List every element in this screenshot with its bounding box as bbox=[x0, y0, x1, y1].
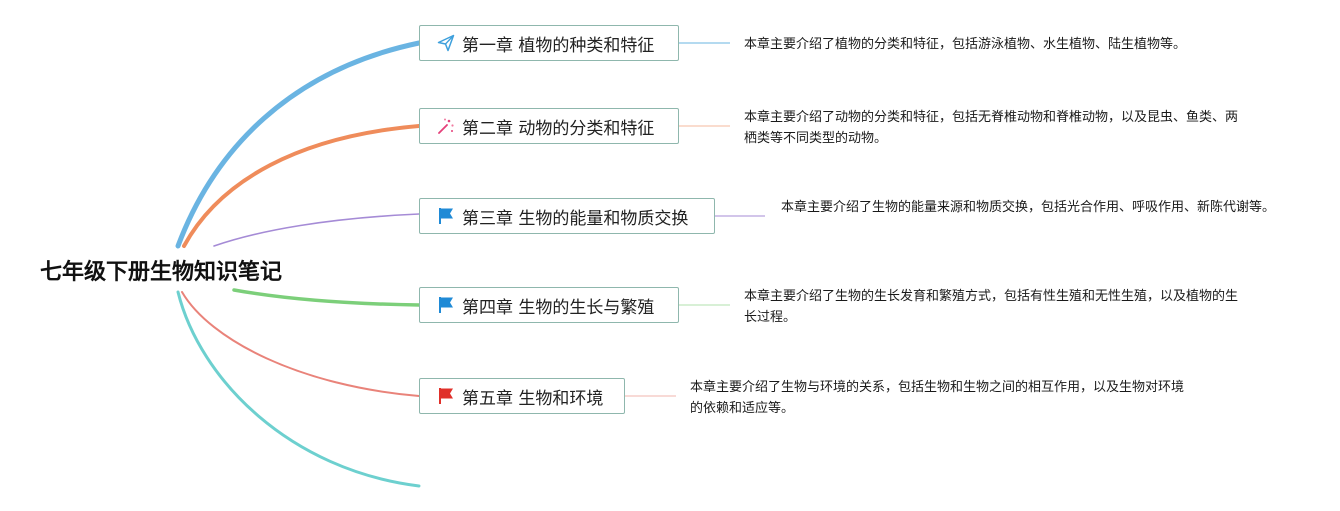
chapter-label-3: 第三章 生物的能量和物质交换 bbox=[462, 208, 689, 229]
magic-wand-icon bbox=[436, 116, 456, 136]
branch-curve-5 bbox=[181, 291, 420, 397]
branch-curve-4 bbox=[232, 288, 421, 307]
chapter-note-3: 本章主要介绍了生物的能量来源和物质交换，包括光合作用、呼吸作用、新陈代谢等。 bbox=[781, 200, 1276, 215]
chapter-node-1[interactable]: 第一章 植物的种类和特征 bbox=[419, 25, 679, 61]
chapter-note-5: 本章主要介绍了生物与环境的关系，包括生物和生物之间的相互作用，以及生物对环境的依… bbox=[690, 380, 1185, 416]
branch-curve-1 bbox=[175, 40, 422, 249]
branch-curve-3 bbox=[213, 213, 420, 247]
chapter-node-2[interactable]: 第二章 动物的分类和特征 bbox=[419, 108, 679, 144]
blue-flag-icon bbox=[436, 206, 456, 226]
branch-curve-2 bbox=[182, 124, 421, 248]
chapter-node-4[interactable]: 第四章 生物的生长与繁殖 bbox=[419, 287, 679, 323]
red-flag-icon bbox=[436, 386, 456, 406]
blue-flag-icon bbox=[436, 295, 456, 315]
paper-plane-icon bbox=[436, 33, 456, 53]
root-topic[interactable]: 七年级下册生物知识笔记 bbox=[40, 260, 283, 285]
chapter-note-4: 本章主要介绍了生物的生长发育和繁殖方式，包括有性生殖和无性生殖，以及植物的生长过… bbox=[744, 289, 1239, 325]
chapter-node-5[interactable]: 第五章 生物和环境 bbox=[419, 378, 625, 414]
branch-curve-6 bbox=[176, 290, 421, 488]
chapter-note-1: 本章主要介绍了植物的分类和特征，包括游泳植物、水生植物、陆生植物等。 bbox=[744, 37, 1187, 52]
chapter-label-5: 第五章 生物和环境 bbox=[462, 388, 604, 409]
chapter-label-4: 第四章 生物的生长与繁殖 bbox=[462, 297, 655, 318]
chapter-label-2: 第二章 动物的分类和特征 bbox=[462, 118, 655, 139]
chapter-note-2: 本章主要介绍了动物的分类和特征，包括无脊椎动物和脊椎动物，以及昆虫、鱼类、两栖类… bbox=[744, 110, 1239, 146]
chapter-label-1: 第一章 植物的种类和特征 bbox=[462, 35, 655, 56]
chapter-node-3[interactable]: 第三章 生物的能量和物质交换 bbox=[419, 198, 715, 234]
